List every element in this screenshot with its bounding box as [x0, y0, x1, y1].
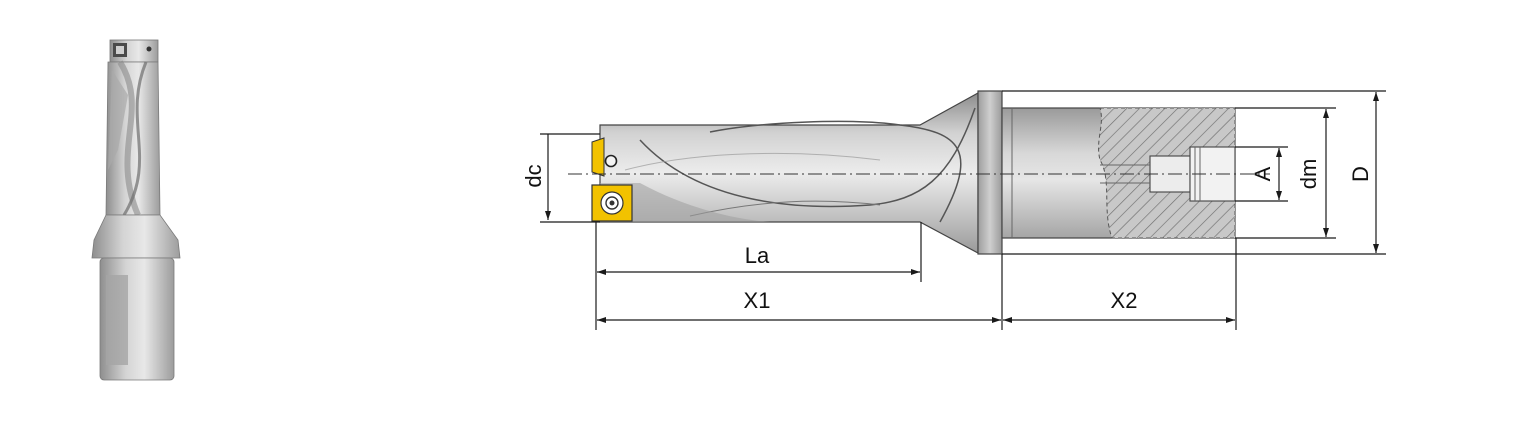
shank	[1001, 107, 1236, 239]
label-x1: X1	[744, 288, 771, 313]
label-la: La	[745, 243, 770, 268]
label-dm: dm	[1296, 159, 1321, 190]
insert-top	[591, 137, 605, 177]
label-d: D	[1348, 166, 1373, 182]
dimension-lines	[540, 90, 1386, 330]
label-x2: X2	[1111, 288, 1138, 313]
drill-product-photo	[91, 39, 181, 381]
insert-bottom	[591, 184, 633, 222]
label-dc: dc	[521, 164, 546, 187]
drill-body	[599, 91, 979, 255]
flange	[977, 90, 1003, 255]
drill-drawing: dc La X1 X2 A dm D	[521, 90, 1386, 330]
label-a: A	[1250, 166, 1275, 181]
